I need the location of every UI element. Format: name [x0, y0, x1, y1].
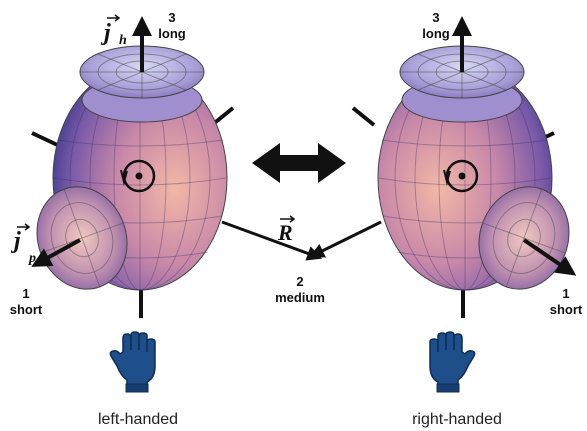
right-long-num: 3: [432, 10, 439, 25]
svg-text:R: R: [277, 220, 293, 245]
jp-arrow-left: [31, 238, 81, 267]
left-short-num: 1: [22, 286, 29, 301]
jp-label: j p: [10, 223, 36, 266]
jp-arrow-right: [522, 238, 577, 276]
double-arrow-icon: [252, 143, 346, 183]
medium-num: 2: [296, 274, 303, 289]
medium-word: medium: [275, 290, 325, 305]
svg-text:h: h: [119, 33, 127, 48]
right-long-word: long: [422, 26, 449, 41]
rotation-circle-icon: [445, 159, 479, 193]
left-handed-caption: left-handed: [98, 411, 178, 428]
left-hand-glove-icon: [109, 331, 156, 393]
right-handed-caption: right-handed: [412, 411, 502, 428]
r-arrow-left: [221, 220, 323, 261]
left-long-word: long: [158, 26, 185, 41]
right-short-num: 1: [562, 286, 569, 301]
svg-text:p: p: [28, 251, 36, 266]
r-label: R: [277, 215, 296, 245]
left-long-num: 3: [168, 10, 175, 25]
svg-text:j: j: [10, 228, 21, 254]
right-nucleus: [351, 45, 570, 318]
left-nucleus: [31, 45, 235, 318]
right-short-word: short: [550, 302, 583, 317]
right-hand-glove-icon: [429, 331, 476, 393]
jh-label: j h: [100, 14, 127, 48]
svg-text:j: j: [100, 20, 111, 46]
left-short-word: short: [10, 302, 43, 317]
rotation-circle-icon: [122, 159, 156, 193]
r-arrow-right: [309, 220, 382, 258]
